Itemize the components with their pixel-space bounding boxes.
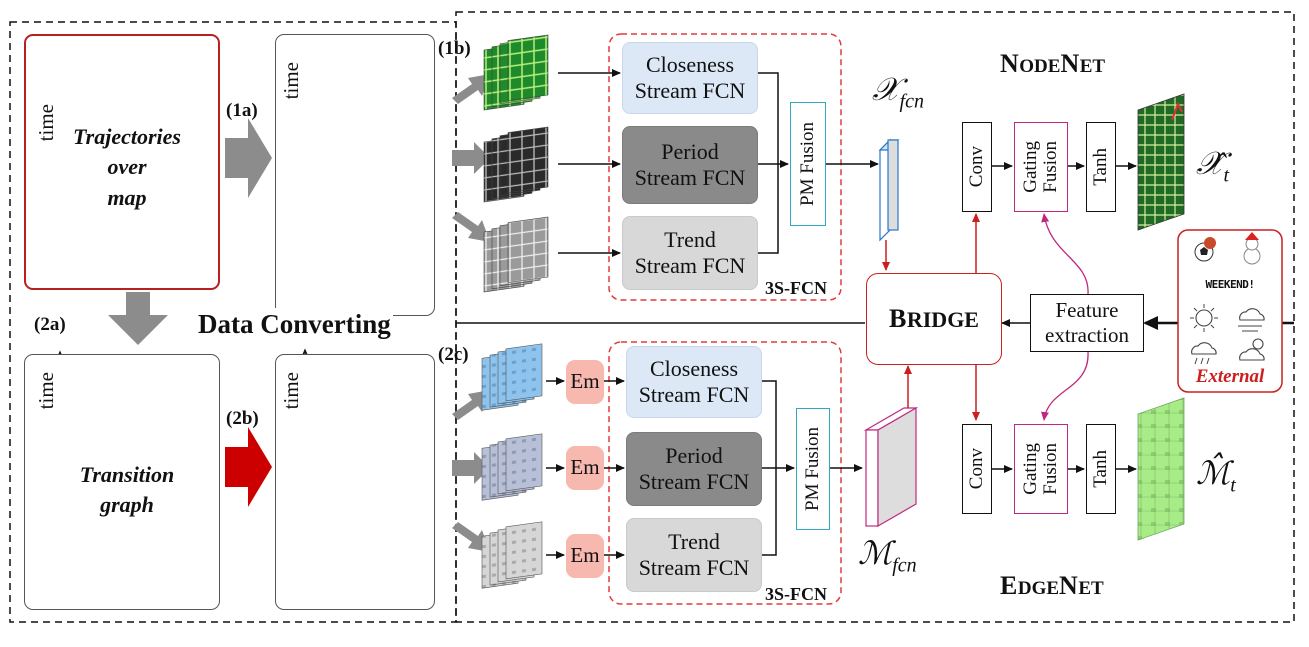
3sfcn-label-bottom: 3S-FCN [765,584,827,604]
transition-graph-label: Transition graph [79,462,175,518]
rain-cloud-icon [1191,342,1217,365]
3sfcn-frame-bottom [608,341,842,605]
tensor-stacks-top [483,34,549,293]
em-layer-1: Em [566,360,604,404]
time-axis-label: time [34,372,58,410]
arrow-2b [225,427,272,507]
step-2c-label: (2c) [438,344,469,365]
graph-stack-panel [275,354,435,610]
nodenet-title: NODENET [1000,49,1106,78]
transition-graph-panel [24,354,220,610]
x-fcn-tensor [878,138,900,242]
model-dashed-frame [455,11,1295,623]
arrow-2a [108,292,168,345]
m-hat-heatmap [1137,397,1185,541]
soccer-ball-icon [1194,237,1216,262]
partly-cloudy-icon [1239,338,1265,361]
snowman-icon [1243,232,1261,265]
stream-input-arrows-top [452,74,490,242]
edgenet-title: EDGENET [1000,571,1104,600]
tanh-nodenet: Tanh [1086,122,1116,212]
step-1b-label: (1b) [438,38,471,59]
feature-to-gating-curves [1041,213,1089,421]
external-label: External [1195,366,1265,387]
weekend-text: WEEKEND! [1205,278,1255,291]
tanh-edgenet: Tanh [1086,424,1116,514]
arrow-1a [225,118,272,198]
map-stack-panel [275,34,435,316]
bridge-red-arrows [882,213,980,421]
bridge-box: BRIDGE [866,273,1002,365]
pm-fusion-bottom: PM Fusion [796,408,830,530]
em-layer-3: Em [566,534,604,578]
3sfcn-label-top: 3S-FCN [765,278,827,298]
m-fcn-tensor [863,406,919,528]
wind-cloud-icon [1238,308,1265,332]
m-fcn-symbol: ℳfcn [858,535,917,577]
step-2b-label: (2b) [226,408,259,429]
top-stream-connectors [558,69,879,257]
step-1a-label: (1a) [226,100,258,121]
x-hat-heatmap [1137,93,1185,231]
sun-icon [1190,304,1218,332]
conv-edgenet: Conv [962,424,992,514]
time-axis-label: time [34,104,58,142]
trajectory-panel [24,34,220,290]
time-axis-label: time [279,372,303,410]
time-axis-label: time [279,62,303,100]
m-hat-symbol: ℳ̂t [1196,455,1236,497]
step-2a-label: (2a) [34,314,66,335]
em-layer-2: Em [566,446,604,490]
bottom-stream-connectors [546,377,863,559]
3sfcn-frame-top [608,33,842,301]
data-converting-title: Data Converting [196,308,393,341]
x-hat-symbol: 𝒳̂t [1196,145,1230,187]
tensor-stacks-bottom [481,343,543,589]
x-fcn-symbol: 𝒳fcn [872,71,924,113]
pm-fusion-top: PM Fusion [790,102,826,226]
trajectory-label: Trajectories over map [73,124,181,210]
stream-input-arrows-bottom [452,390,490,552]
conv-nodenet: Conv [962,122,992,212]
